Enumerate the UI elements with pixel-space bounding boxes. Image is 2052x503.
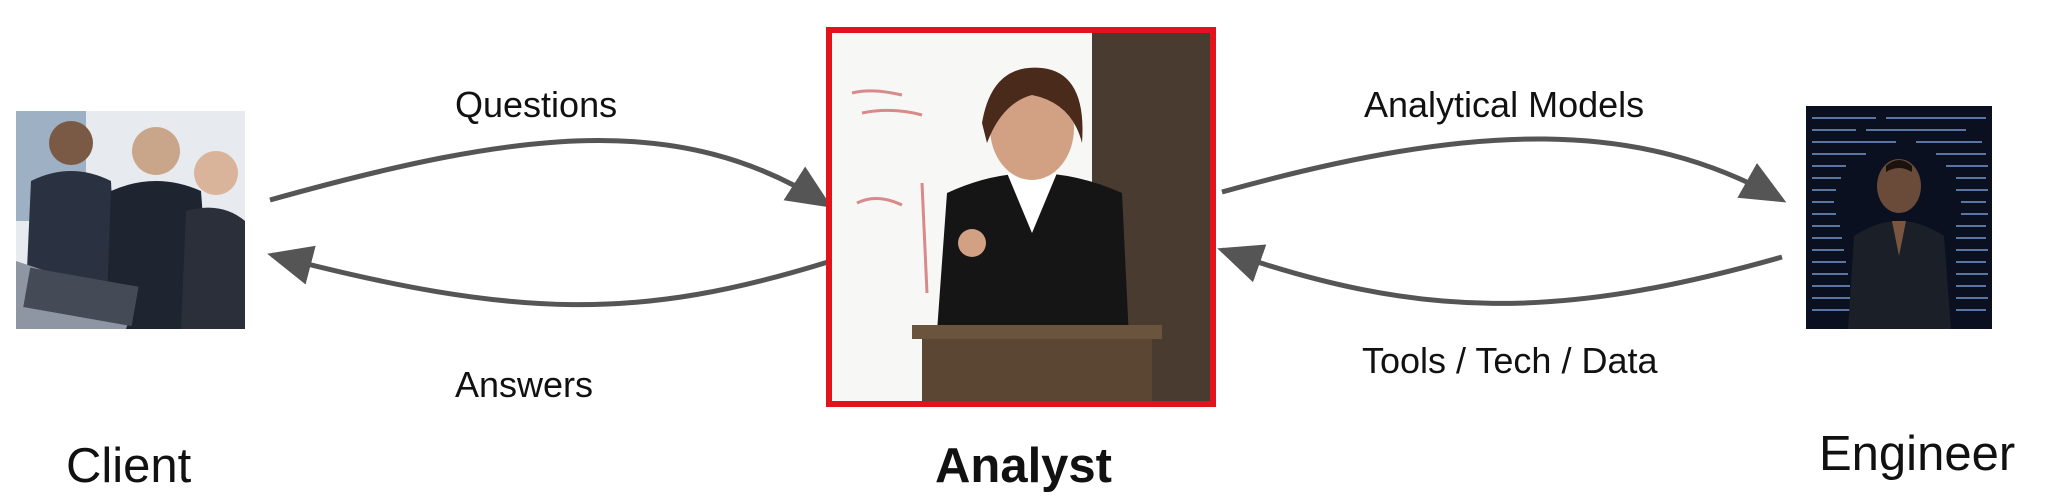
client-people-illustration bbox=[16, 111, 245, 329]
questions-label: Questions bbox=[455, 84, 618, 125]
tools-tech-data-arrow bbox=[1217, 244, 1783, 306]
engineer-photo bbox=[1806, 106, 1992, 329]
tools-tech-data-label: Tools / Tech / Data bbox=[1362, 340, 1658, 381]
answers-arrow bbox=[267, 245, 829, 308]
questions-arrow bbox=[269, 137, 833, 208]
analytical-models-arrow bbox=[1221, 136, 1787, 203]
analyst-photo bbox=[826, 27, 1216, 407]
analyst-label: Analyst bbox=[935, 439, 1113, 493]
analyst-presenter-illustration bbox=[832, 33, 1210, 401]
answers-label: Answers bbox=[455, 364, 594, 405]
engineer-code-screen-illustration bbox=[1806, 106, 1992, 329]
analytical-models-label: Analytical Models bbox=[1364, 84, 1645, 125]
client-label: Client bbox=[66, 439, 192, 493]
client-photo bbox=[16, 111, 245, 329]
engineer-label: Engineer bbox=[1819, 427, 2016, 481]
